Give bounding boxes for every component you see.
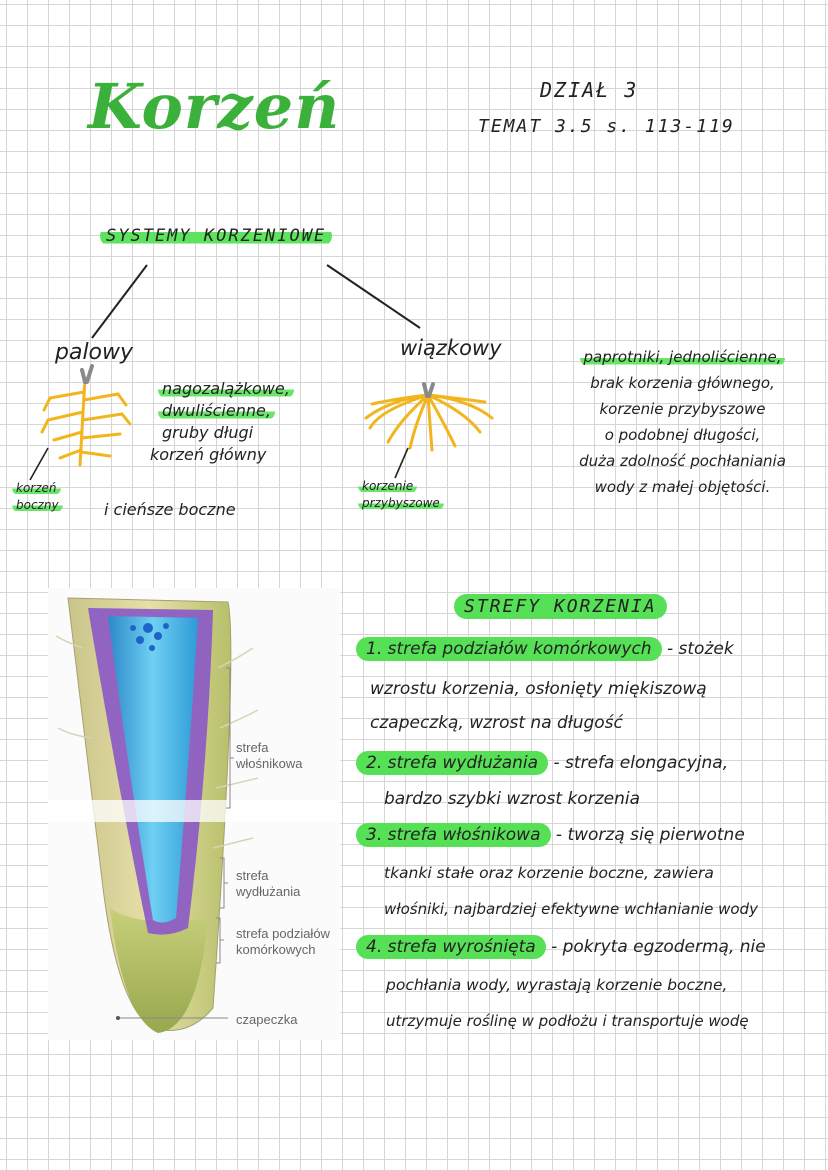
root-tip-illustration — [48, 597, 340, 1033]
zone-item-4-line-1: pochłania wody, wyrastają korzenie boczn… — [386, 976, 728, 994]
fibrous-label: wiązkowy — [400, 336, 502, 360]
root-zones-illustration: strefa włośnikowa strefa wydłużania stre… — [48, 588, 340, 1040]
zone-item-4: 4. strefa wyrośnięta - pokryta egzodermą… — [356, 935, 766, 959]
taproot-icon — [40, 376, 132, 467]
taproot-description: nagozalążkowe, dwuliścienne, gruby długi… — [150, 378, 294, 466]
section-label: DZIAŁ 3 — [540, 78, 639, 102]
taproot-label: palowy — [55, 340, 134, 365]
zone-item-4-line-2: utrzymuje roślinę w podłożu i transportu… — [386, 1012, 749, 1030]
branch-line-left — [91, 264, 148, 339]
zone-item-3: 3. strefa włośnikowa - tworzą się pierwo… — [356, 823, 745, 847]
fibrous-root-icon — [364, 393, 494, 452]
pointer-line-left — [29, 447, 49, 481]
zone-item-2: 2. strefa wydłużania - strefa elongacyjn… — [356, 751, 728, 775]
taproot-description-end: i cieńsze boczne — [104, 500, 236, 519]
page-title: Korzeń — [88, 70, 341, 143]
zone-item-1-line-2: czapeczką, wzrost na długość — [370, 713, 623, 733]
zone-item-2-line-1: bardzo szybki wzrost korzenia — [384, 789, 640, 809]
stem-stub-icon — [80, 364, 94, 384]
zone-item-1: 1. strefa podziałów komórkowych - stożek — [356, 637, 734, 661]
zone-item-1-line-1: wzrostu korzenia, osłonięty miękiszową — [370, 679, 707, 699]
systems-heading: SYSTEMY KORZENIOWE — [100, 226, 333, 246]
label-elongation-zone: strefa wydłużania — [236, 868, 301, 899]
zone-item-3-line-2: włośniki, najbardziej efektywne wchłania… — [384, 900, 758, 918]
root-systems-diagram — [29, 264, 494, 481]
pointer-line-right — [394, 447, 409, 479]
label-root-hair-zone: strefa włośnikowa — [236, 740, 303, 771]
zones-heading: STREFY KORZENIA — [454, 594, 667, 619]
label-division-zone: strefa podziałów komórkowych — [236, 926, 330, 957]
topic-label: TEMAT 3.5 s. 113-119 — [478, 116, 735, 137]
branch-line-right — [326, 264, 421, 329]
adventitious-root-label: korzenie przybyszowe — [358, 478, 444, 512]
fibrous-description: paprotniki, jednoliścienne, brak korzeni… — [579, 348, 786, 496]
lateral-root-label: korzeń boczny — [12, 480, 63, 514]
zone-item-3-line-1: tkanki stałe oraz korzenie boczne, zawie… — [384, 864, 714, 882]
stem-stub-icon — [422, 382, 435, 398]
label-root-cap: czapeczka — [236, 1012, 298, 1027]
